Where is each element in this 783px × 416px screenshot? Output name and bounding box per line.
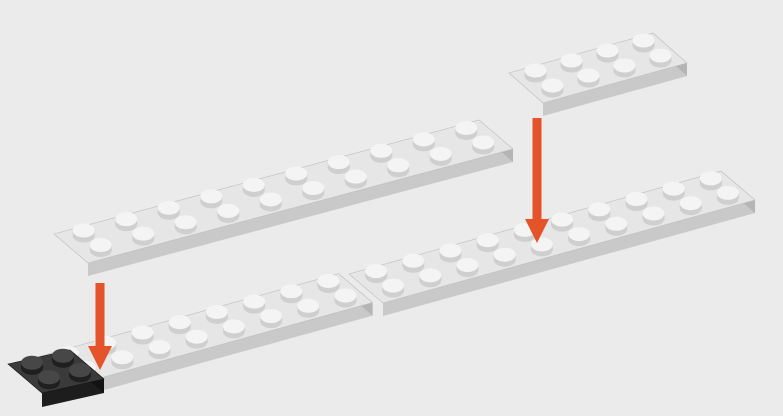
stud [90, 238, 112, 257]
stud [494, 248, 516, 267]
placement-arrow-right [525, 118, 549, 243]
stud [605, 217, 627, 236]
stud [633, 34, 655, 53]
stud [597, 44, 619, 63]
stud [175, 215, 197, 234]
stud [614, 59, 636, 78]
stud [370, 144, 392, 163]
stud [223, 319, 245, 338]
stud [717, 186, 739, 205]
plate-2x10-new-top-face [54, 120, 513, 263]
stud [365, 264, 387, 283]
stud [525, 64, 547, 83]
stud [663, 182, 685, 201]
stud [568, 227, 590, 246]
stud [561, 54, 583, 73]
plate-2x10-base-right [349, 171, 755, 316]
stud [455, 121, 477, 140]
stud [206, 305, 228, 324]
stud [285, 167, 307, 186]
stud [680, 196, 702, 215]
stud [430, 147, 452, 166]
stud [419, 268, 441, 287]
stud [115, 212, 137, 231]
stud [243, 295, 265, 314]
stud [472, 135, 494, 154]
placement-arrow-right-shaft [533, 118, 542, 221]
stud [328, 155, 350, 174]
stud [402, 254, 424, 273]
stud [132, 326, 154, 345]
stud [551, 213, 573, 232]
stud [132, 227, 154, 246]
stud [413, 132, 435, 151]
stud [38, 370, 60, 389]
stud [111, 350, 133, 369]
stud [335, 289, 357, 308]
stud [578, 69, 600, 88]
stud [700, 171, 722, 190]
stud [52, 349, 74, 368]
stud [169, 315, 191, 334]
stud [243, 178, 265, 197]
stud [186, 330, 208, 349]
stud [531, 237, 553, 256]
stud [260, 192, 282, 211]
stud [217, 204, 239, 223]
stud [457, 258, 479, 277]
stud [158, 201, 180, 220]
stud [149, 340, 171, 359]
stud [382, 279, 404, 298]
placement-arrow-left-shaft [96, 283, 105, 348]
stud [69, 363, 91, 382]
stud [302, 181, 324, 200]
stud [260, 309, 282, 328]
stud [626, 192, 648, 211]
stud [345, 170, 367, 189]
plate-2x10-base-right-top-face [349, 171, 755, 303]
stud [280, 284, 302, 303]
stud [440, 244, 462, 263]
plate-2x4-new [509, 33, 687, 116]
stud [542, 79, 564, 98]
stud [73, 224, 95, 243]
stud [477, 233, 499, 252]
stud [200, 189, 222, 208]
stud [588, 202, 610, 221]
stud [318, 274, 340, 293]
stud [650, 49, 672, 68]
stud [643, 207, 665, 226]
stud [297, 299, 319, 318]
stud [387, 158, 409, 177]
stud [21, 356, 43, 375]
